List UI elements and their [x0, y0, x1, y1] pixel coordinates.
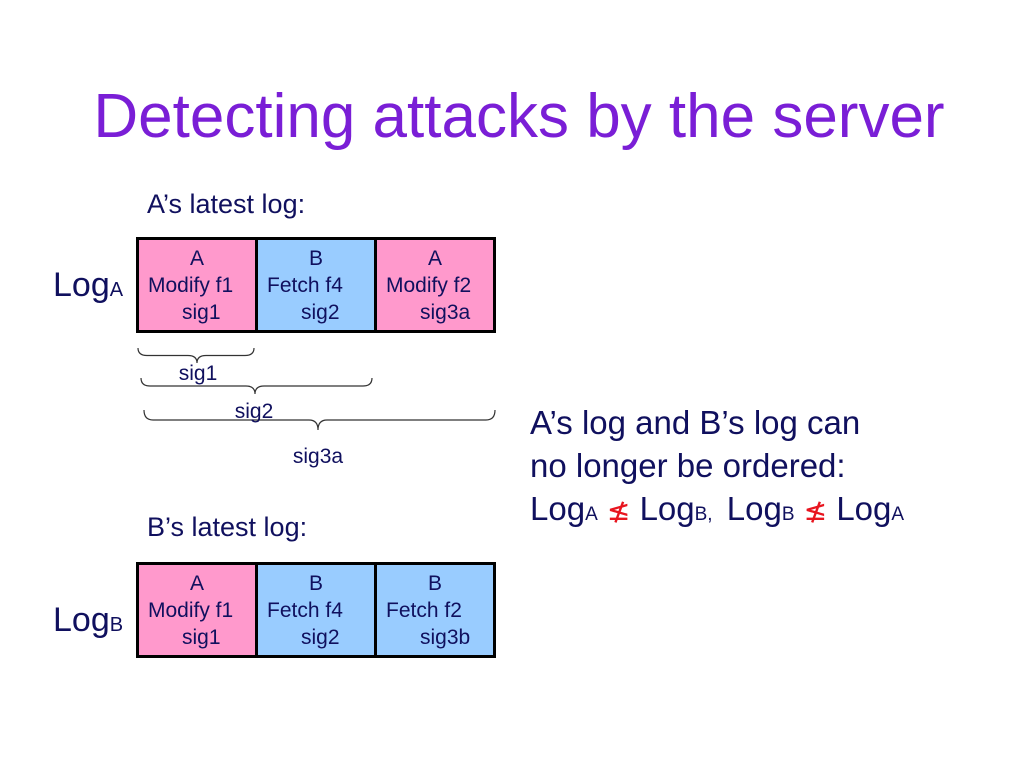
not-ordered-symbol: ≰	[606, 494, 631, 527]
entry-signature: sig2	[301, 626, 340, 649]
ordering-term: LogB	[727, 490, 795, 527]
term-subscript: A	[891, 504, 905, 525]
ordering-relation: LogA ≰ LogB, LogB ≰ LogA	[530, 487, 904, 536]
entry-signature: sig2	[301, 301, 340, 324]
note-line-1: A’s log and B’s log can	[530, 404, 861, 441]
brace-label-sig1: sig1	[178, 362, 218, 385]
term-subscript: B,	[694, 504, 713, 525]
term-log: Log	[639, 490, 695, 527]
entry-signature: sig3a	[420, 301, 471, 324]
term-log: Log	[726, 490, 782, 527]
entry-signature: sig3b	[420, 626, 471, 649]
entry-client: A	[189, 247, 204, 270]
log-b-entry-2: B Fetch f4 sig2	[255, 562, 377, 658]
log-b-entry-1: A Modify f1 sig1	[136, 562, 258, 658]
entry-operation: Fetch f4	[267, 599, 343, 622]
entry-client: B	[308, 572, 323, 595]
entry-client: A	[427, 247, 442, 270]
entry-operation: Modify f1	[148, 599, 234, 622]
log-a-entry-1: A Modify f1 sig1	[136, 237, 258, 333]
log-label-subscript: B	[109, 614, 124, 636]
log-a-entry-2: B Fetch f4 sig2	[255, 237, 377, 333]
log-a-label: LogA	[53, 268, 123, 307]
log-label-text: Log	[53, 601, 110, 639]
log-a-entry-3: A Modify f2 sig3a	[374, 237, 496, 333]
log-label-subscript: A	[109, 279, 124, 301]
ordering-term: LogB,	[640, 490, 713, 527]
term-subscript: A	[585, 504, 598, 525]
term-subscript: B	[781, 504, 795, 525]
entry-operation: Modify f1	[148, 274, 234, 297]
not-ordered-symbol: ≰	[803, 494, 828, 527]
log-a-caption: A’s latest log:	[147, 189, 306, 219]
term-log: Log	[530, 490, 586, 527]
entry-client: A	[189, 572, 204, 595]
brace-label-sig2: sig2	[234, 400, 274, 423]
entry-operation: Modify f2	[386, 274, 472, 297]
entry-client: B	[427, 572, 442, 595]
brace-sig1	[137, 347, 255, 364]
note-line-2: no longer be ordered:	[530, 447, 846, 484]
entry-signature: sig1	[182, 301, 221, 324]
ordering-term: LogA	[836, 490, 904, 527]
entry-operation: Fetch f4	[267, 274, 343, 297]
entry-signature: sig1	[182, 626, 221, 649]
term-log: Log	[836, 490, 892, 527]
brace-label-sig3a: sig3a	[292, 445, 344, 468]
entry-operation: Fetch f2	[386, 599, 462, 622]
log-b-caption: B’s latest log:	[147, 512, 308, 542]
slide-title: Detecting attacks by the server	[93, 82, 945, 151]
ordering-note: A’s log and B’s log can no longer be ord…	[530, 401, 904, 536]
log-b-entry-3: B Fetch f2 sig3b	[374, 562, 496, 658]
log-b-label: LogB	[53, 603, 123, 642]
ordering-term: LogA	[530, 490, 598, 527]
log-label-text: Log	[53, 266, 110, 304]
entry-client: B	[308, 247, 323, 270]
